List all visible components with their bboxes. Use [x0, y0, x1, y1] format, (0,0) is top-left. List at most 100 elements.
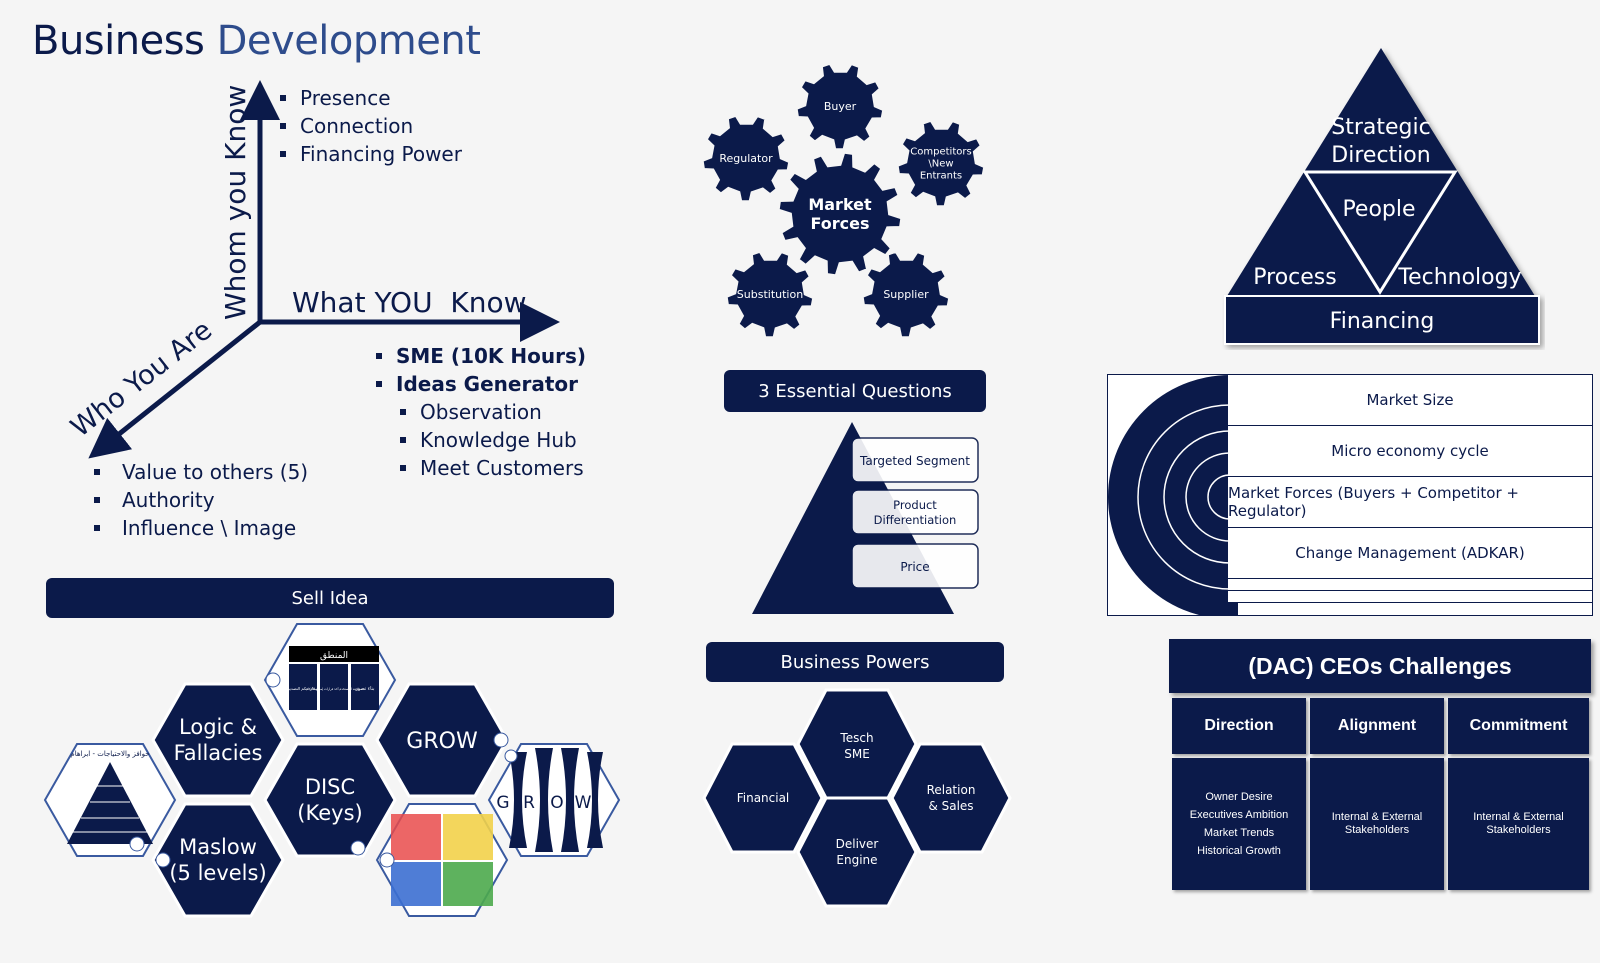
logic-line2: Fallacies [174, 741, 263, 765]
grow-hex-label: GROW [406, 729, 478, 754]
grow-letter: W [575, 793, 592, 813]
dac-content-commitment: Internal & External Stakeholders [1448, 758, 1589, 890]
grow-letters-thumbnail: G R O W [487, 743, 621, 857]
dac-line: Stakeholders [1486, 824, 1551, 836]
dac-line: Stakeholders [1344, 824, 1410, 836]
ring-row-empty [1228, 579, 1592, 591]
dac-header-alignment: Alignment [1310, 698, 1444, 754]
knowledge-axes-diagram: Whom you Know What YOU Know Who You Are [65, 80, 560, 459]
market-rings-table: Market Size Micro economy cycle Market F… [1107, 374, 1593, 616]
sell-idea-hexagons: المنطق بناء تصور مراجعة المستخدم أخذ قرا… [43, 623, 621, 918]
list-item: Presence [278, 84, 462, 112]
power-label: SME [844, 747, 870, 761]
power-label: Relation [927, 783, 976, 797]
dac-line: Internal & External [1331, 811, 1423, 823]
power-label: Engine [836, 853, 877, 867]
gear-regulator: Regulator [700, 113, 792, 204]
power-label: & Sales [928, 799, 973, 813]
pyramid-left: Process [1253, 265, 1336, 290]
list-item: Observation [398, 398, 586, 426]
business-powers-hexagons: Tesch SME Financial Relation & Sales Del… [702, 688, 1012, 908]
question-label: Targeted Segment [859, 454, 970, 468]
disc-thumbnail [375, 803, 509, 917]
maslow-line2: (5 levels) [169, 861, 266, 885]
question-label: Price [900, 560, 929, 574]
logic-fallacies-hex: Logic & Fallacies [151, 682, 285, 798]
dac-title: (DAC) CEOs Challenges [1169, 639, 1591, 693]
logic-thumb-header: المنطق [320, 651, 348, 661]
essential-questions-pyramid: Targeted Segment Product Differentiation… [752, 422, 979, 614]
strategy-pyramid: Strategic Direction People Process Techn… [1224, 48, 1540, 345]
axis-diag-label: Who You Are [65, 315, 218, 444]
ring-row-market-forces: Market Forces (Buyers + Competitor + Reg… [1228, 477, 1592, 528]
dac-header-commitment: Commitment [1448, 698, 1589, 754]
what-you-know-list: SME (10K Hours) Ideas Generator Observat… [374, 342, 586, 482]
gear-label: Market [808, 195, 872, 214]
ring-row-micro-economy: Micro economy cycle [1228, 426, 1592, 477]
power-financial: Financial [702, 742, 824, 854]
axis-right-label: What YOU Know [292, 286, 527, 319]
page-title: Business Development [32, 18, 481, 64]
list-item: Authority [92, 486, 308, 514]
list-item: Influence \ Image [92, 514, 308, 542]
title-part2: Development [216, 18, 481, 64]
pyramid-right: Technology [1397, 265, 1521, 290]
disc-line2: (Keys) [297, 801, 362, 825]
power-relation-sales: Relation & Sales [890, 742, 1012, 854]
list-item: Ideas Generator [374, 370, 586, 398]
maslow-thumb-header: حوافز والاحتياجات - ابراهام [70, 750, 149, 758]
power-tesch-sme: Tesch SME [796, 688, 918, 800]
power-label: Deliver [836, 837, 879, 851]
dac-line: Executives Ambition [1189, 809, 1289, 821]
whom-you-know-list: Presence Connection Financing Power [278, 84, 462, 168]
gear-label: Buyer [824, 100, 857, 113]
power-label: Tesch [839, 731, 873, 745]
power-deliver-engine: Deliver Engine [796, 796, 918, 908]
question-label: Product [893, 498, 937, 512]
who-you-are-list: Value to others (5) Authority Influence … [92, 458, 308, 542]
disc-hex: DISC (Keys) [263, 742, 397, 858]
grow-letter: G [496, 793, 509, 813]
ring-row-empty [1228, 591, 1592, 603]
rings-graphic [1108, 375, 1238, 615]
gear-buyer: Buyer [794, 61, 886, 152]
list-item: Connection [278, 112, 462, 140]
pyramid-top-line2: Direction [1331, 143, 1430, 168]
axis-diagonal [88, 320, 262, 459]
dac-content-direction: Owner Desire Executives Ambition Market … [1172, 758, 1306, 890]
gear-substitution: Substitution [724, 249, 816, 340]
dac-line: Historical Growth [1197, 845, 1281, 857]
gear-label: Regulator [719, 152, 773, 165]
gear-label: Competitors [910, 147, 971, 158]
maslow-line1: Maslow [179, 835, 257, 859]
business-powers-bar: Business Powers [706, 642, 1004, 682]
list-item: Financing Power [278, 140, 462, 168]
list-item: Meet Customers [398, 454, 586, 482]
ring-row-change-management: Change Management (ADKAR) [1228, 528, 1592, 579]
pyramid-top-line1: Strategic [1331, 115, 1430, 140]
logic-thumb-col: إصدار حكم التصديق [286, 686, 319, 692]
dac-header-direction: Direction [1172, 698, 1306, 754]
logic-thumbnail: المنطق بناء تصور مراجعة المستخدم أخذ قرا… [263, 623, 397, 737]
sell-idea-bar: Sell Idea [46, 578, 614, 618]
gear-label: Supplier [883, 288, 929, 301]
dac-line: Internal & External [1473, 811, 1564, 823]
gear-label: \New [928, 159, 953, 170]
ring-row-market-size: Market Size [1228, 375, 1592, 426]
maslow-hex: Maslow (5 levels) [151, 802, 285, 918]
pyramid-base: Financing [1330, 309, 1435, 334]
list-item: Value to others (5) [92, 458, 308, 486]
logic-thumb-col: بناء تصور [354, 686, 374, 692]
question-price: Price [851, 543, 979, 589]
power-label: Financial [737, 791, 790, 805]
question-product-differentiation: Product Differentiation [851, 489, 979, 535]
logic-line1: Logic & [179, 715, 257, 739]
list-item: SME (10K Hours) [374, 342, 586, 370]
gear-label: Substitution [737, 288, 803, 301]
question-targeted-segment: Targeted Segment [851, 437, 979, 483]
dac-content-alignment: Internal & External Stakeholders [1310, 758, 1444, 890]
gear-label: Forces [810, 214, 869, 233]
